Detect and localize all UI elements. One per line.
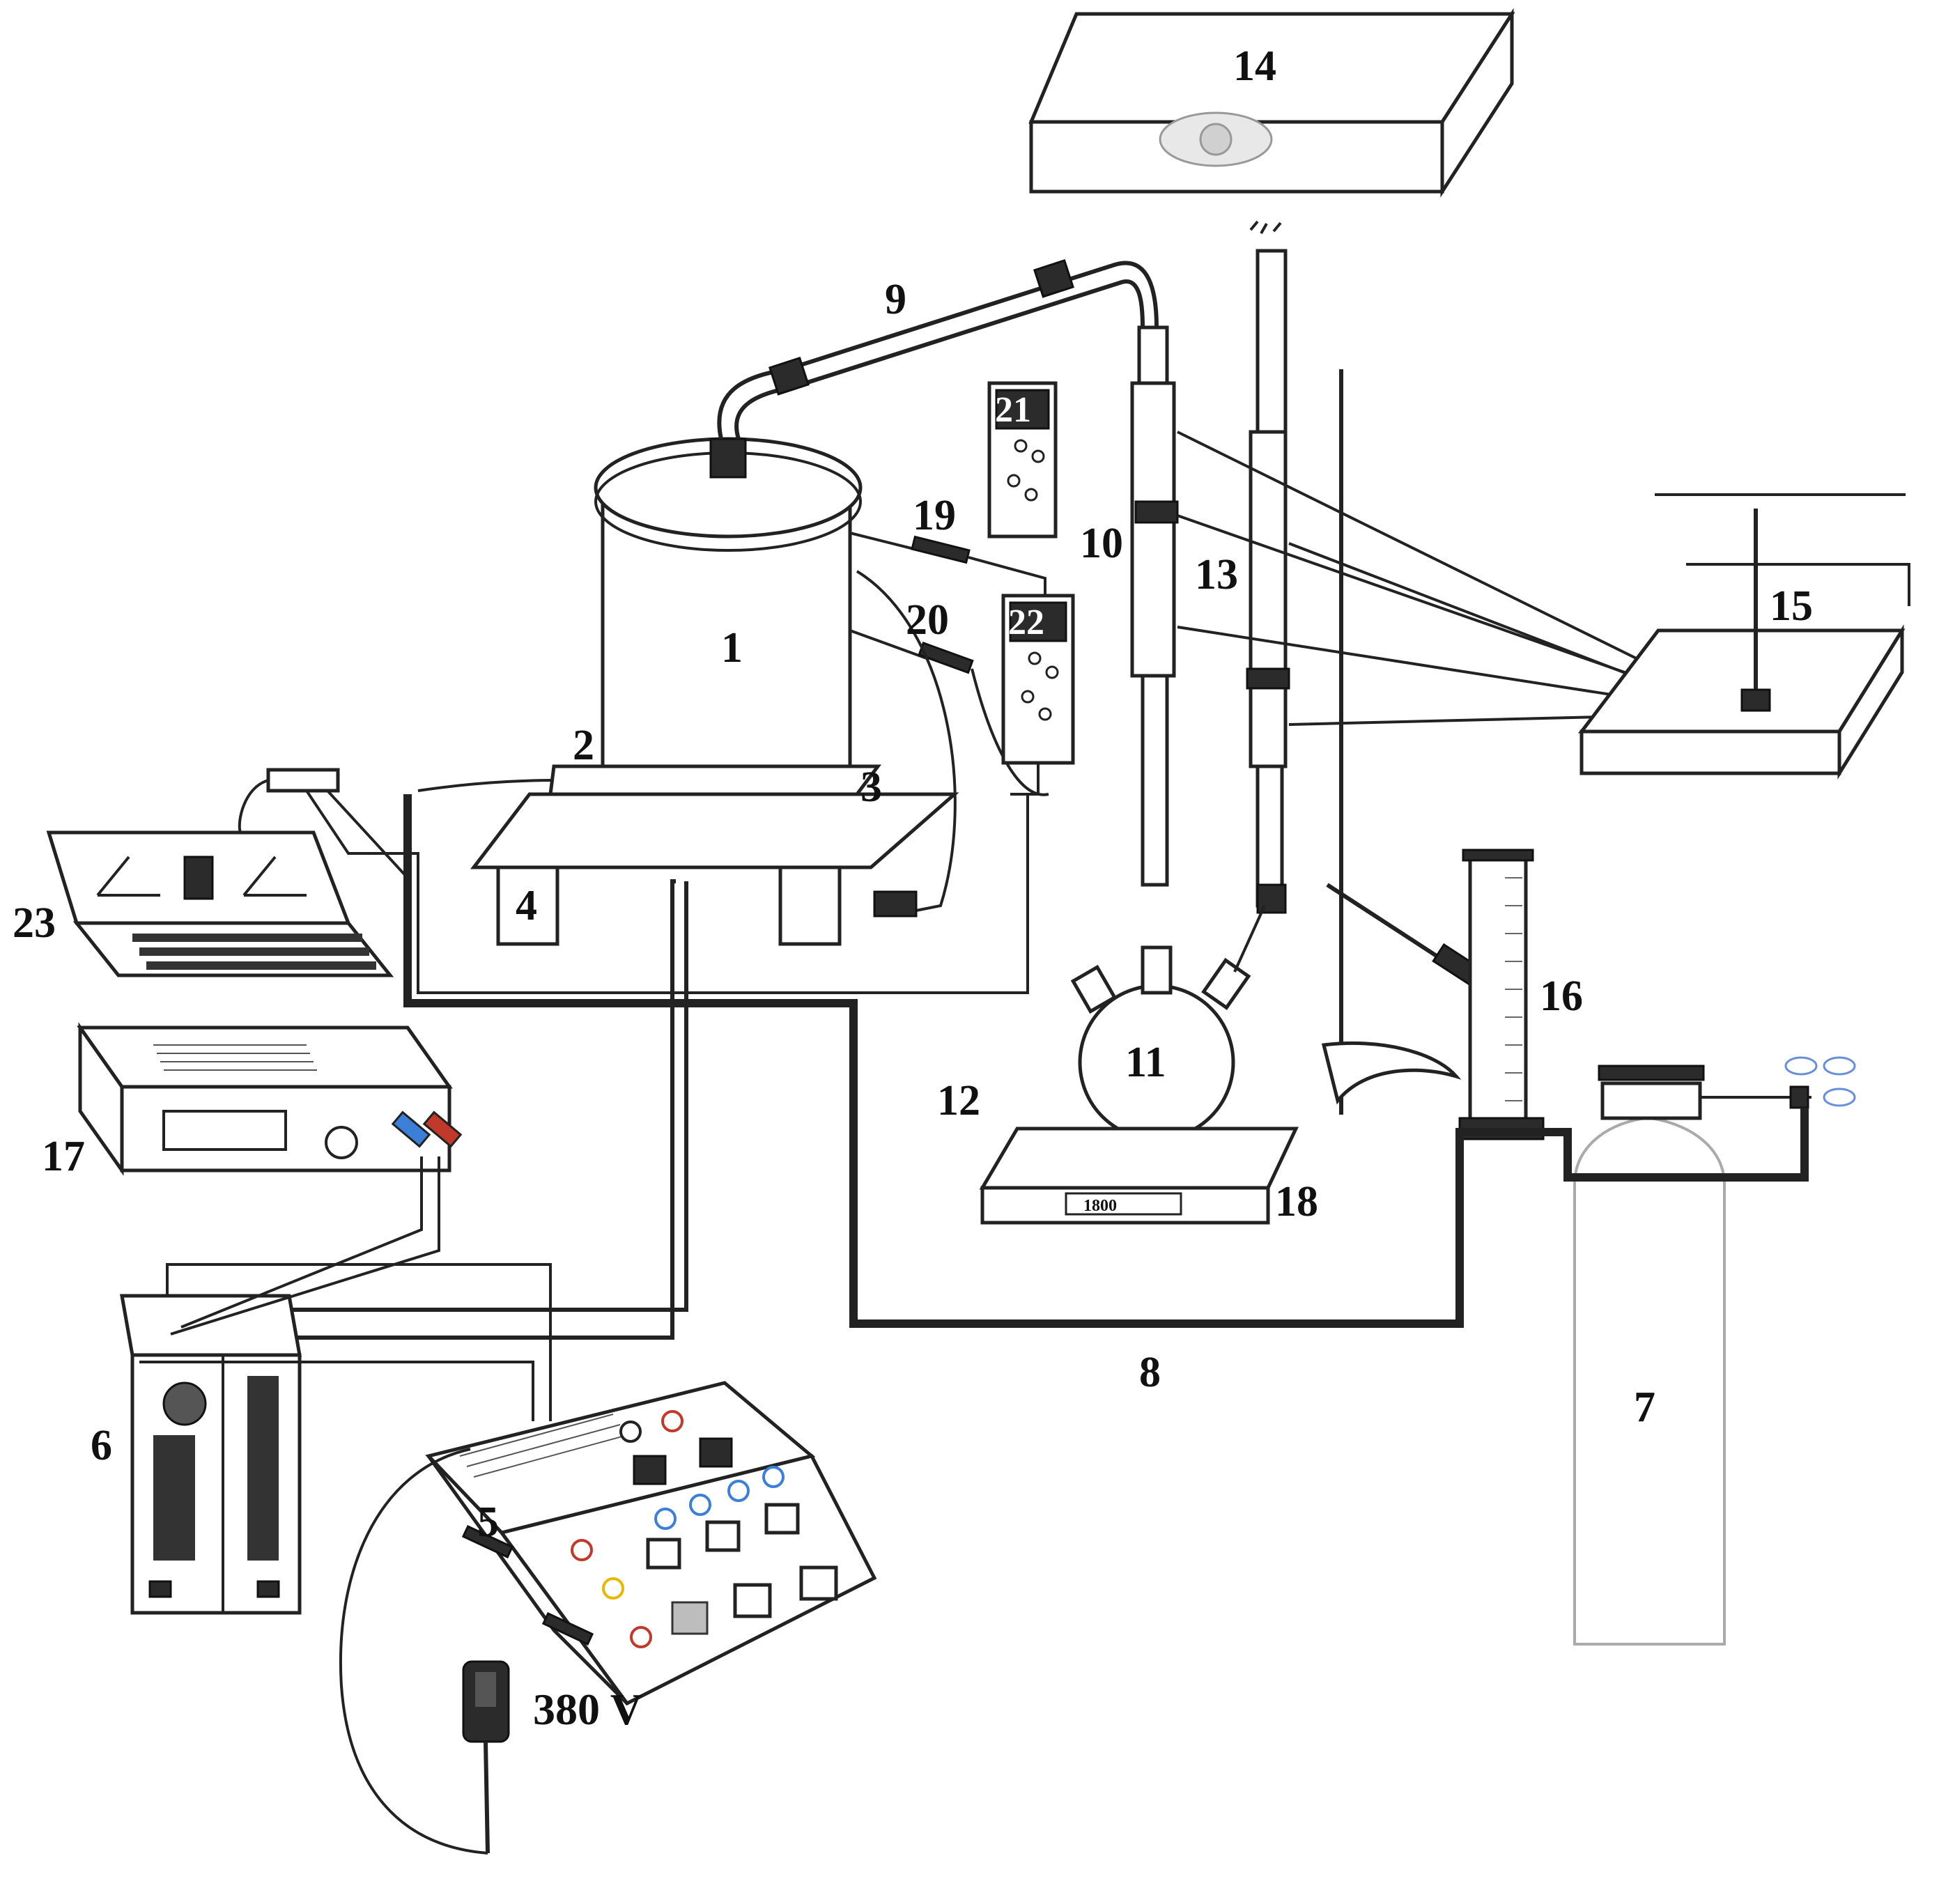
retort-stand xyxy=(1321,369,1481,1115)
label-17: 17 xyxy=(42,1133,85,1180)
label-7: 7 xyxy=(1634,1384,1655,1431)
label-8: 8 xyxy=(1139,1349,1161,1396)
fume-hood xyxy=(1028,8,1515,198)
condenser xyxy=(1130,325,1179,887)
base-wiring xyxy=(167,779,688,1340)
label-22: 22 xyxy=(1008,603,1044,642)
labels: 1 2 3 4 5 6 7 8 9 10 11 12 13 14 15 16 1… xyxy=(13,42,1813,1734)
label-23: 23 xyxy=(13,899,56,947)
base-platform xyxy=(470,792,959,946)
label-9: 9 xyxy=(885,276,906,323)
hotplate-stirrer-2: 1800 xyxy=(979,1127,1299,1225)
vapour-hose xyxy=(717,258,1159,440)
laptop xyxy=(46,768,1029,1003)
label-power: 380 V xyxy=(533,1685,642,1734)
cooling-unit xyxy=(1577,493,1910,780)
label-14: 14 xyxy=(1233,42,1276,90)
label-4: 4 xyxy=(516,882,537,929)
stirrer2-readout: 1800 xyxy=(1083,1197,1117,1215)
label-10: 10 xyxy=(1080,520,1123,567)
control-panel xyxy=(425,1381,877,1706)
gas-flow-meter xyxy=(1458,849,1545,1140)
label-3: 3 xyxy=(860,764,882,811)
label-19: 19 xyxy=(913,492,956,539)
label-5: 5 xyxy=(477,1499,499,1546)
label-12: 12 xyxy=(937,1077,980,1124)
label-16: 16 xyxy=(1540,973,1583,1020)
power-cable xyxy=(339,1448,510,1855)
control-rack xyxy=(120,1156,552,1615)
label-6: 6 xyxy=(91,1422,112,1469)
gas-cylinder xyxy=(1573,1056,1856,1646)
reactor-vessel xyxy=(594,437,863,775)
label-2: 2 xyxy=(573,722,594,769)
gas-line xyxy=(403,794,1809,1328)
label-11: 11 xyxy=(1125,1039,1166,1086)
three-neck-flask xyxy=(1070,905,1266,1141)
label-18: 18 xyxy=(1275,1178,1318,1225)
label-1: 1 xyxy=(721,624,743,672)
label-21: 21 xyxy=(995,390,1031,430)
controller-21 xyxy=(987,381,1058,539)
label-13: 13 xyxy=(1195,551,1238,598)
power-supply xyxy=(77,1022,463,1176)
controller-22 xyxy=(1001,594,1075,796)
label-15: 15 xyxy=(1770,582,1813,630)
reflux-column xyxy=(1246,220,1290,914)
label-20: 20 xyxy=(906,596,949,644)
